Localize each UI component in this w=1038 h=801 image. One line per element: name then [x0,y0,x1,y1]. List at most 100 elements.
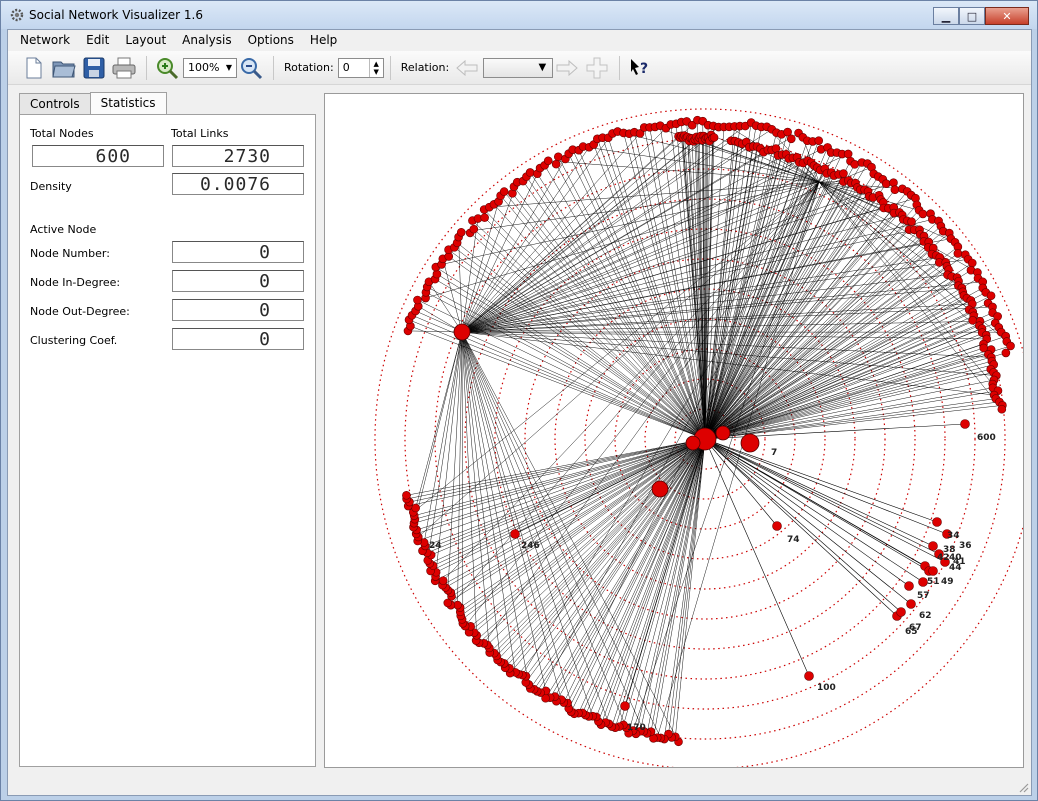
graph-node[interactable] [687,120,697,130]
open-button[interactable] [50,54,78,82]
graph-node[interactable] [907,217,916,226]
graph-node[interactable] [469,224,479,234]
graph-node[interactable] [551,159,561,169]
graph-hub-node[interactable] [715,425,731,441]
spin-arrows[interactable]: ▲▼ [368,58,383,77]
graph-node[interactable] [890,185,900,195]
graph-edge [433,438,706,566]
graph-hub-node[interactable] [651,480,669,498]
graph-node[interactable] [918,577,928,587]
graph-node[interactable] [432,269,442,279]
graph-node[interactable] [997,404,1007,414]
graph-nodes[interactable] [402,115,1015,747]
tab-statistics[interactable]: Statistics [89,92,167,114]
graph-node[interactable] [928,541,938,551]
menu-options[interactable]: Options [247,33,294,47]
graph-node[interactable] [413,295,422,305]
graph-node[interactable] [443,598,453,608]
graph-hub-node[interactable] [740,433,760,453]
graph-node[interactable] [906,599,916,609]
save-button[interactable] [80,54,108,82]
resize-grip-icon[interactable] [1017,781,1029,793]
graph-node[interactable] [932,517,942,527]
previous-relation-button[interactable] [453,54,481,82]
menu-help[interactable]: Help [309,33,338,47]
graph-node[interactable] [480,213,489,222]
graph-node[interactable] [986,291,996,301]
app-gear-icon [10,8,24,22]
graph-node[interactable] [934,549,944,559]
whats-this-button[interactable]: ? [626,54,654,82]
graph-node[interactable] [814,136,824,145]
maximize-button[interactable]: □ [959,7,985,25]
graph-node[interactable] [843,149,853,159]
graph-edge [416,438,706,535]
graph-node[interactable] [510,529,520,539]
graph-node[interactable] [438,576,448,585]
graph-node[interactable] [402,491,411,500]
graph-node[interactable] [896,607,906,617]
graph-node[interactable] [967,258,977,268]
graph-node[interactable] [620,701,630,711]
graph-node[interactable] [635,129,645,138]
menu-network[interactable]: Network [20,33,71,47]
graph-node[interactable] [411,503,420,513]
spin-up-icon[interactable]: ▲ [373,59,379,68]
graph-node[interactable] [953,249,963,258]
spin-down-icon[interactable]: ▼ [373,67,379,76]
graph-node[interactable] [940,557,950,567]
graph-node[interactable] [786,134,796,144]
new-file-button[interactable] [20,54,48,82]
graph-node[interactable] [1006,341,1015,351]
graph-edge [461,136,679,333]
zoom-out-button[interactable] [237,54,265,82]
graph-edge [704,158,790,440]
graph-node[interactable] [804,671,814,681]
graph-node[interactable] [850,160,860,169]
tab-controls[interactable]: Controls [19,93,91,114]
graph-node[interactable] [960,419,970,429]
graph-node[interactable] [889,178,898,187]
graph-edge [703,136,706,440]
graph-edge [484,217,706,440]
title-bar[interactable]: Social Network Visualizer 1.6 ▁ □ ✕ [1,1,1037,29]
graph-node[interactable] [918,209,928,219]
zoom-select[interactable]: 100% ▼ [183,57,237,78]
graph-edge [464,181,820,627]
minimize-button[interactable]: ▁ [933,7,959,25]
zoom-in-button[interactable] [153,54,181,82]
graph-hub-node[interactable] [685,435,701,451]
graph-node[interactable] [839,169,848,178]
graph-node[interactable] [772,521,782,531]
graph-node[interactable] [881,179,891,189]
graph-node[interactable] [499,187,509,196]
print-button[interactable] [110,54,138,82]
graph-edge [451,438,706,597]
graph-edge [474,438,706,633]
graph-hub-node[interactable] [453,323,471,341]
rotation-spinbox[interactable]: 0 ▲▼ [337,57,384,78]
graph-node[interactable] [525,168,535,177]
graph-edge [704,197,874,440]
relation-select[interactable]: ▼ [483,57,554,78]
graph-node[interactable] [928,566,938,576]
graph-node[interactable] [783,127,792,137]
menu-analysis[interactable]: Analysis [182,33,232,47]
graph-node[interactable] [709,133,719,142]
menu-edit[interactable]: Edit [86,33,110,47]
graph-edge [704,235,925,440]
graph-node[interactable] [543,156,553,166]
menu-layout[interactable]: Layout [125,33,167,47]
network-graph[interactable]: 7742463436384041424449515762656710017060… [325,94,1036,770]
graph-node[interactable] [904,581,914,591]
next-relation-button[interactable] [553,54,581,82]
close-button[interactable]: ✕ [985,7,1029,25]
graph-node[interactable] [942,529,952,539]
open-folder-icon [52,61,76,77]
graph-node[interactable] [456,227,466,237]
graph-node[interactable] [553,152,563,162]
graph-node[interactable] [1001,348,1011,358]
add-relation-button[interactable] [583,54,611,82]
graph-node[interactable] [968,316,977,325]
